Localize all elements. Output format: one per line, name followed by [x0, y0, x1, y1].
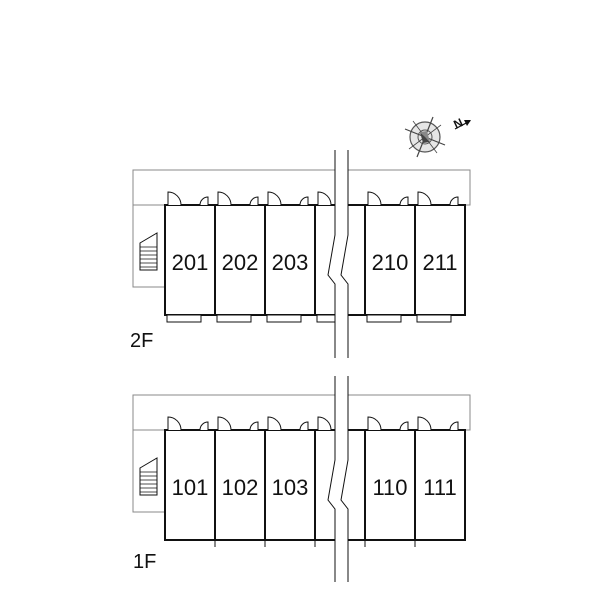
unit-label: 111 — [423, 475, 456, 500]
walkway-outline — [132, 169, 471, 206]
compass-icon: N — [404, 115, 471, 158]
omission-break — [335, 150, 348, 358]
walkway-outline — [132, 394, 471, 431]
stairs-icon — [139, 457, 158, 496]
door-icons — [167, 416, 459, 431]
floor-2f: 201 202 203 210 211 2F — [130, 150, 471, 358]
unit-label: 203 — [272, 250, 309, 275]
walkway-outline-left — [132, 205, 165, 288]
unit-label: 101 — [172, 475, 209, 500]
unit-label: 211 — [422, 250, 457, 275]
unit-label: 103 — [272, 475, 309, 500]
unit-label: 202 — [222, 250, 259, 275]
stairs-icon — [139, 232, 158, 271]
floor-label: 1F — [133, 551, 156, 573]
walkway-outline-left — [132, 430, 165, 513]
unit-label: 201 — [172, 250, 209, 275]
balcony-marks — [166, 314, 452, 323]
floor-1f: 101 102 103 110 111 1F — [132, 376, 471, 582]
floor-label: 2F — [130, 330, 153, 352]
door-icons — [167, 191, 459, 206]
unit-label: 210 — [372, 250, 409, 275]
unit-boundary-ticks — [214, 540, 416, 547]
compass-north-letter: N — [451, 115, 465, 131]
unit-label: 110 — [372, 475, 407, 500]
unit-label: 102 — [222, 475, 259, 500]
omission-break — [335, 376, 348, 582]
